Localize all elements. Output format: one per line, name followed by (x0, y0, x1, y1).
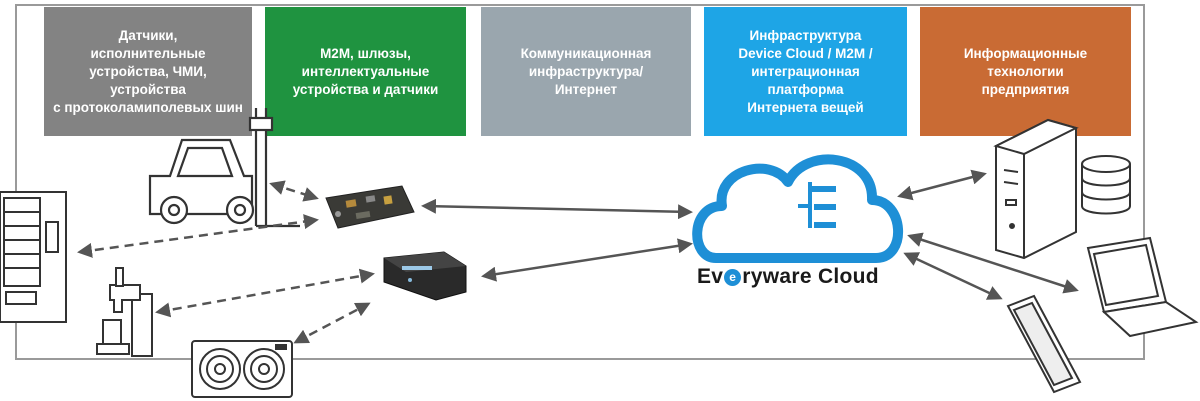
beer-tap-icon (96, 267, 153, 357)
tablet-icon (1006, 294, 1082, 394)
arrow-gateway-cloud (481, 238, 693, 282)
vending-machine-icon (0, 191, 67, 323)
box-m2m-gateways: M2M, шлюзы, интеллектуальные устройства … (265, 7, 466, 136)
diagram-frame (15, 4, 1145, 360)
laptop-icon (1086, 236, 1199, 338)
brand-prefix: Ev (697, 265, 724, 288)
database-icon (1081, 155, 1131, 215)
arrow-ac-gateway (293, 302, 371, 344)
circuit-board-icon (325, 185, 415, 229)
air-conditioner-icon (191, 340, 293, 398)
box-sensors: Датчики, исполнительные устройства, ЧМИ,… (44, 7, 252, 136)
box-communication-infrastructure: Коммуникационная инфраструктура/ Интерне… (481, 7, 691, 136)
brand-mark-icon: e (724, 269, 742, 286)
local-links (77, 180, 375, 344)
network-links (421, 169, 1079, 300)
arrow-forklift-board (269, 180, 319, 202)
forklift-icon (148, 108, 300, 228)
arrow-board-cloud (421, 198, 693, 220)
gateway-device-icon (383, 251, 467, 301)
box-device-cloud-platform: Инфраструктура Device Cloud / M2M / инте… (704, 7, 907, 136)
arrow-cloud-tablet (903, 252, 1003, 300)
brand-suffix: ryware Cloud (742, 265, 879, 288)
box-enterprise-it: Информационные технологии предприятия (920, 7, 1131, 136)
arrow-cloud-server (897, 169, 987, 201)
arrow-beertap-gateway (155, 268, 375, 318)
server-icon (993, 118, 1079, 260)
arrow-vending-board (77, 214, 319, 258)
cloud-icon (692, 154, 903, 263)
